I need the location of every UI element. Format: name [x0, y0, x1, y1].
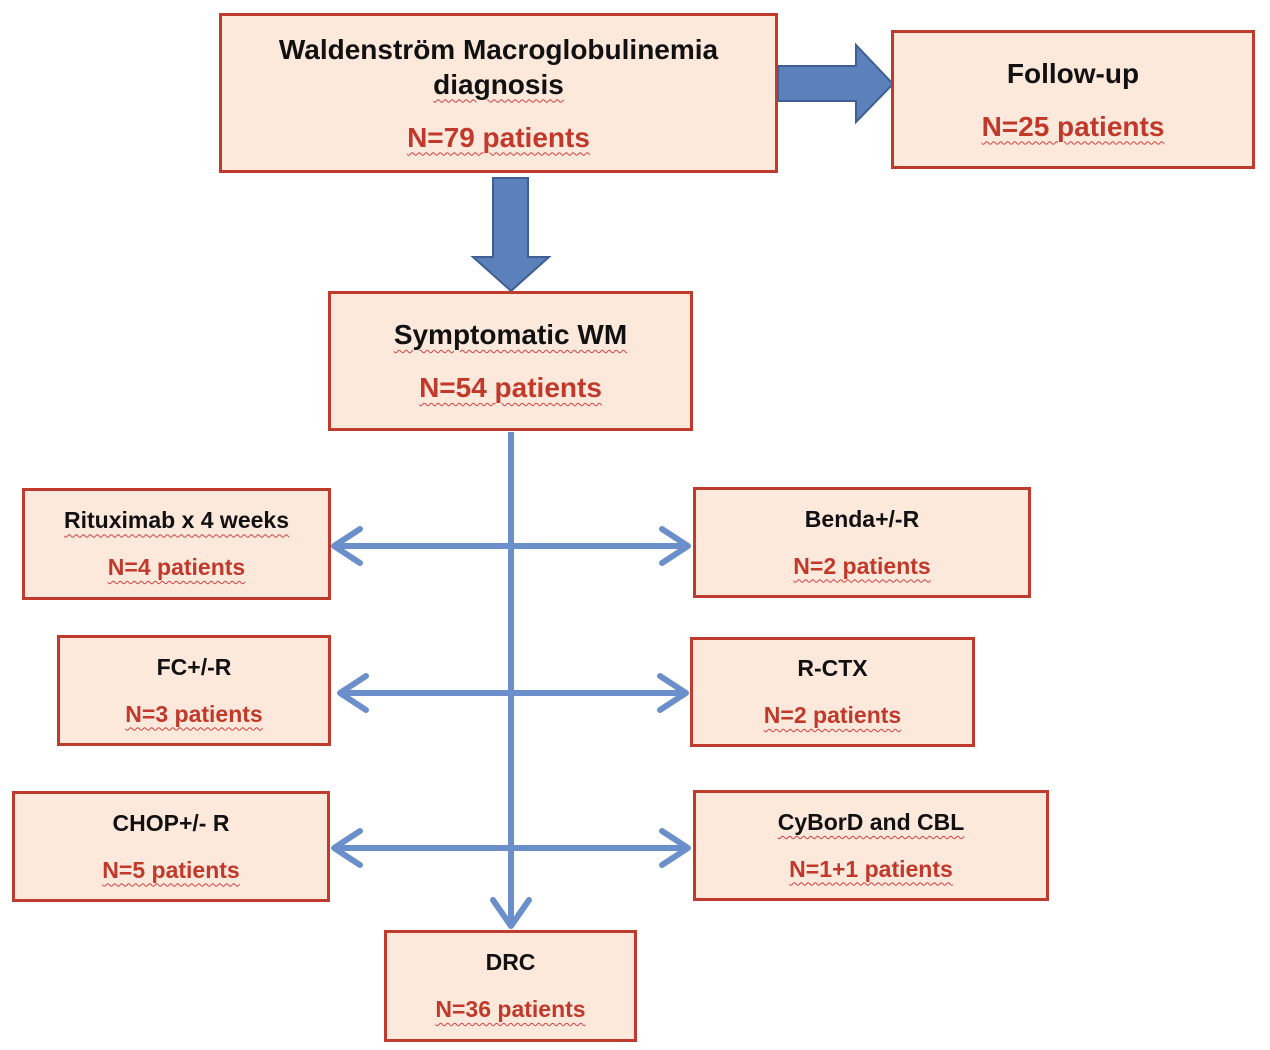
node-chop-title: CHOP+/- R [112, 809, 230, 836]
node-rctx-title: R-CTX [797, 655, 868, 682]
node-symptomatic: Symptomatic WM N=54 patients [328, 291, 693, 431]
arrow-to-followup [777, 42, 895, 125]
node-rituximab: Rituximab x 4 weeks N=4 patients [22, 488, 331, 600]
node-cybord: CyBorD and CBL N=1+1 patients [693, 790, 1049, 901]
arrowhead-benda [659, 526, 691, 566]
node-diagnosis-title: Waldenström Macroglobulinemia diagnosis [279, 32, 718, 102]
node-diagnosis-count: N=79 patients [407, 121, 590, 153]
node-followup-count: N=25 patients [981, 110, 1165, 142]
node-followup-title: Follow-up [1006, 57, 1140, 89]
node-fc-count: N=3 patients [125, 700, 263, 727]
node-benda: Benda+/-R N=2 patients [693, 487, 1031, 598]
arrowhead-cybord [659, 828, 691, 868]
node-drc-title: DRC [485, 949, 536, 976]
arrowhead-rctx [657, 673, 689, 713]
arrow-to-symptomatic [470, 177, 552, 293]
node-symptomatic-title: Symptomatic WM [393, 319, 628, 350]
node-cybord-count: N=1+1 patients [789, 855, 953, 882]
node-rituximab-count: N=4 patients [107, 554, 246, 580]
arrowhead-fc [337, 673, 369, 713]
node-diagnosis: Waldenström Macroglobulinemia diagnosis … [219, 13, 778, 173]
node-rctx-count: N=2 patients [763, 702, 902, 728]
node-fc: FC+/-R N=3 patients [57, 635, 331, 746]
node-followup: Follow-up N=25 patients [891, 30, 1255, 169]
node-symptomatic-count: N=54 patients [419, 372, 602, 403]
node-fc-title: FC+/-R [156, 653, 232, 680]
node-benda-title: Benda+/-R [804, 505, 920, 532]
node-cybord-title: CyBorD and CBL [777, 808, 965, 835]
node-rctx: R-CTX N=2 patients [690, 637, 975, 747]
node-benda-count: N=2 patients [793, 552, 931, 579]
node-chop: CHOP+/- R N=5 patients [12, 791, 330, 902]
node-diagnosis-title-line-1: Waldenström Macroglobulinemia [278, 33, 719, 65]
node-diagnosis-title-line-2: diagnosis [433, 68, 564, 100]
node-drc: DRC N=36 patients [384, 930, 637, 1042]
node-rituximab-title: Rituximab x 4 weeks [64, 507, 289, 534]
node-chop-count: N=5 patients [102, 856, 240, 883]
arrowhead-drc [490, 897, 532, 929]
arrowhead-chop [331, 828, 363, 868]
node-drc-count: N=36 patients [435, 996, 586, 1022]
arrowhead-rituximab [331, 526, 363, 566]
